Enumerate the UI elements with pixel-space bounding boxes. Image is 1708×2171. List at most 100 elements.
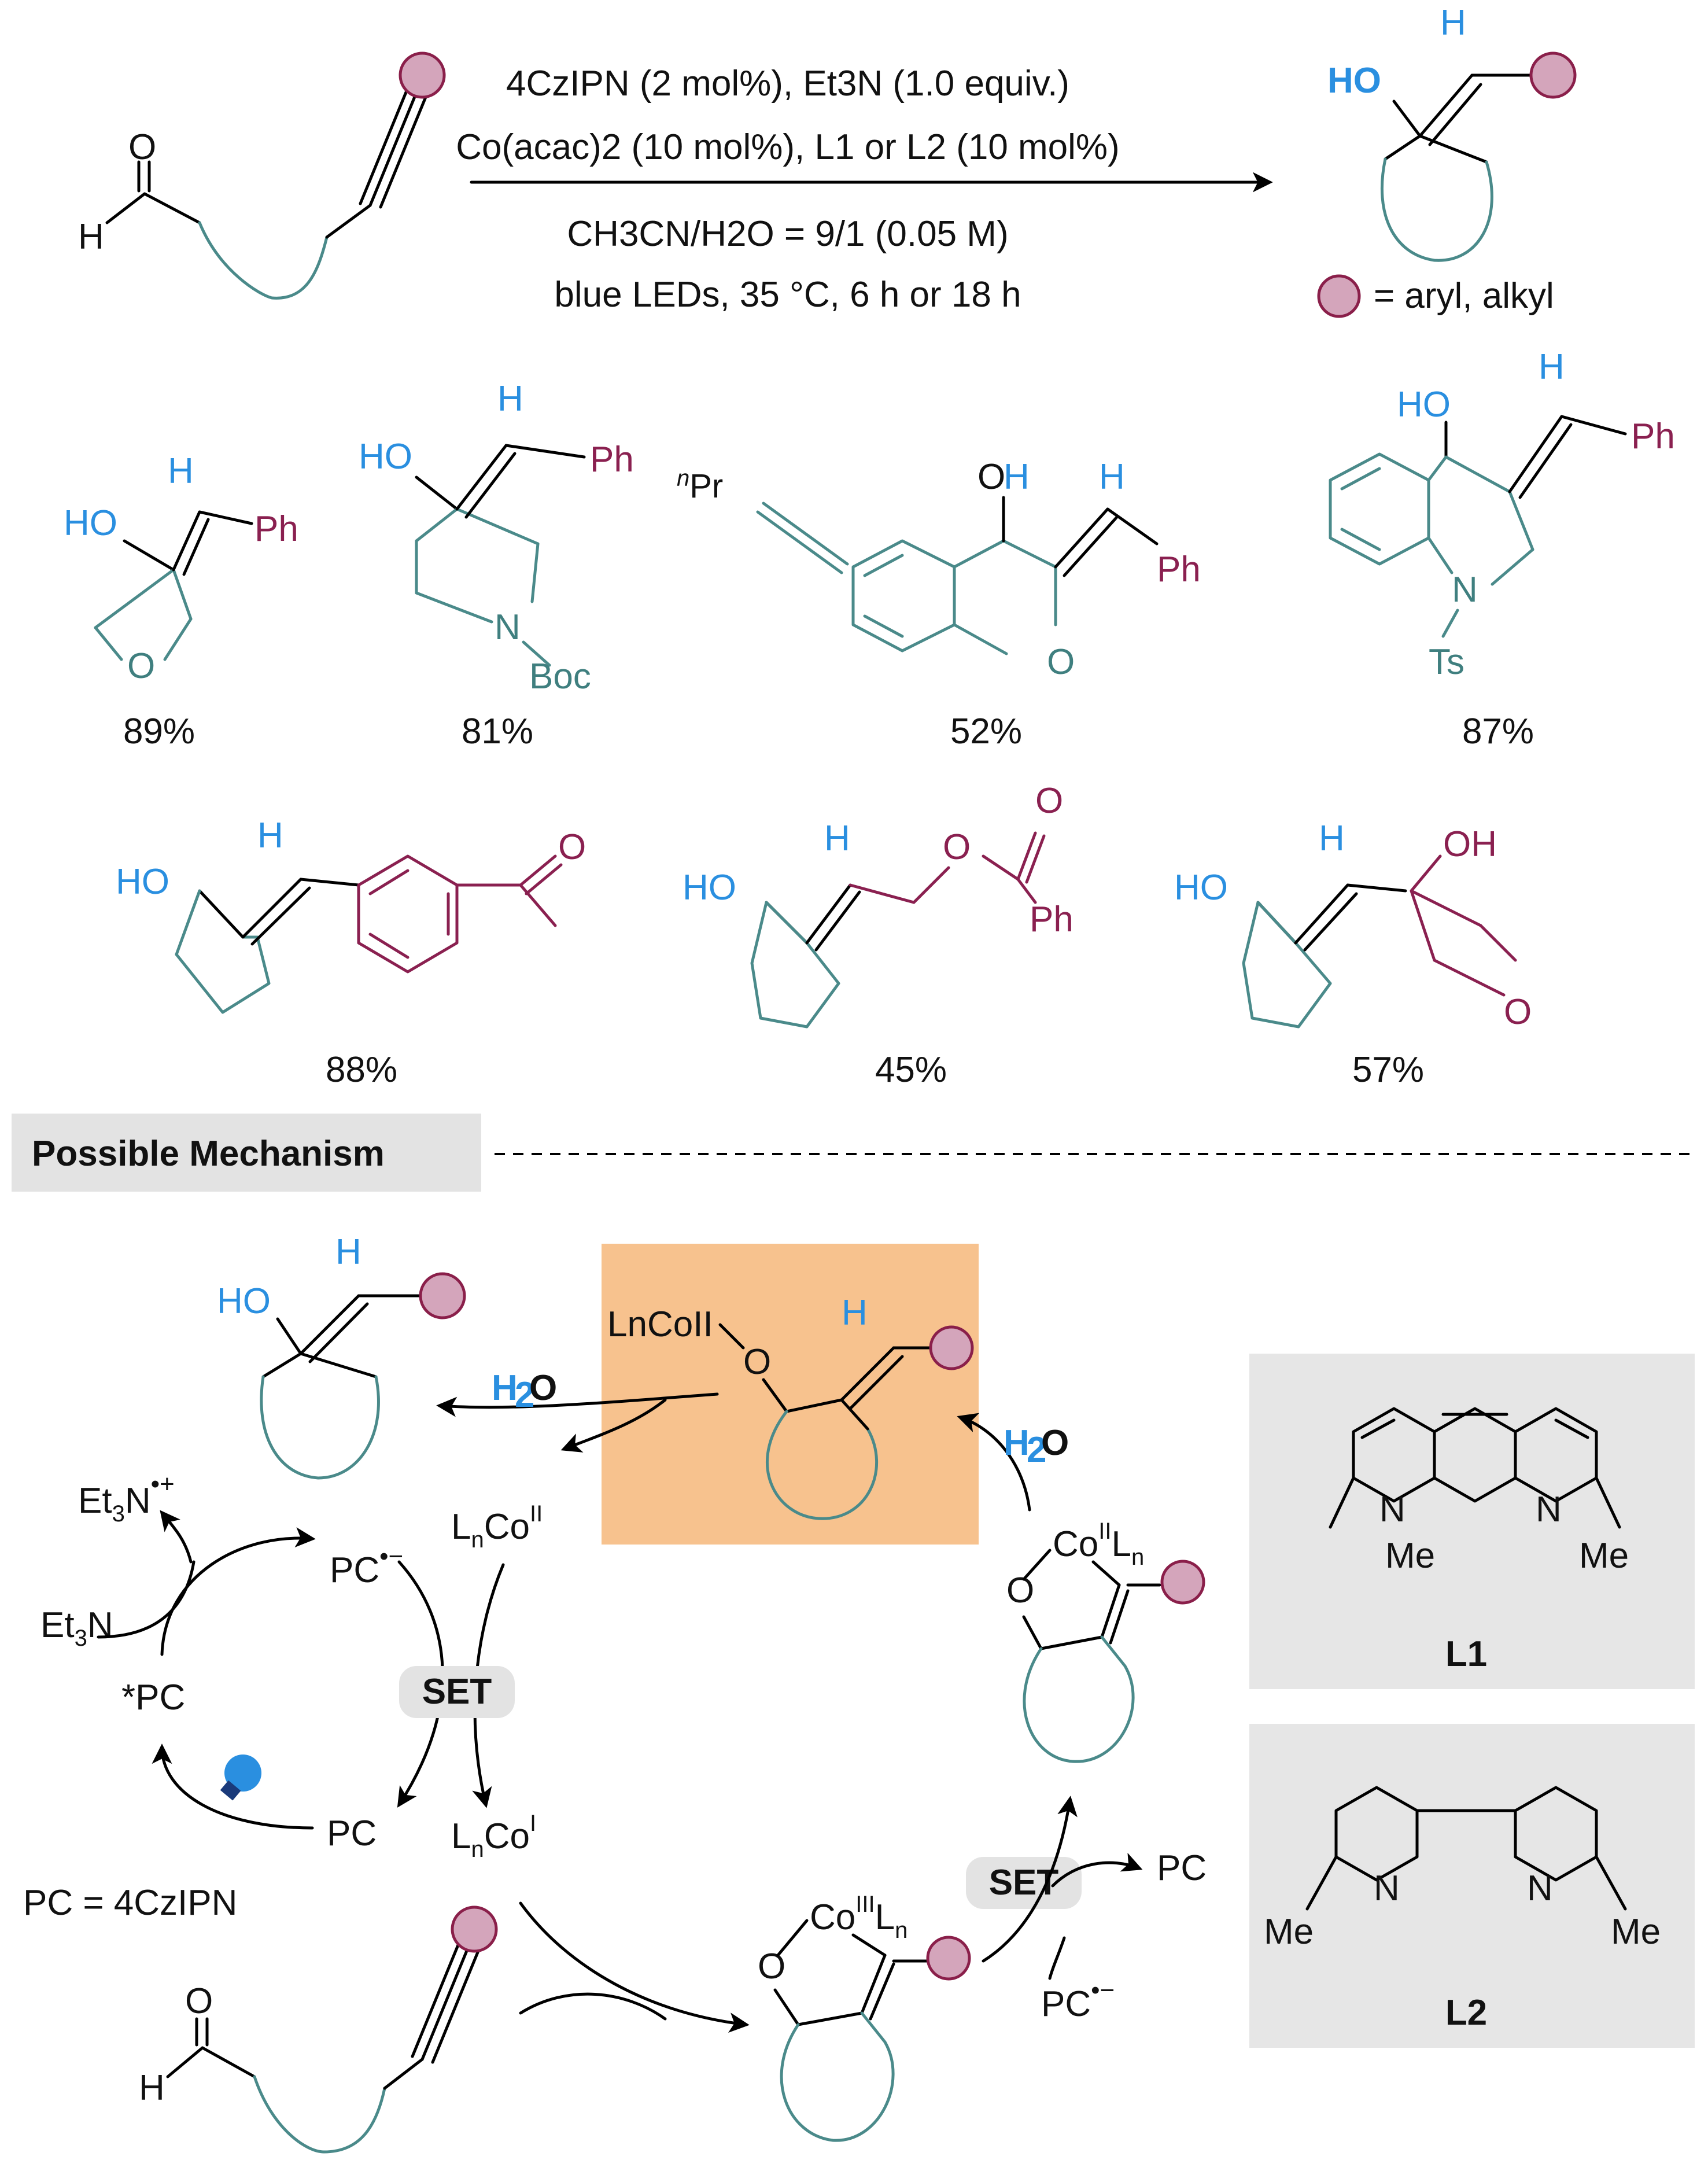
- svg-text:Ph: Ph: [254, 509, 298, 549]
- highlight-box: [602, 1244, 979, 1545]
- svg-text:H: H: [1099, 457, 1125, 497]
- svg-text:H: H: [1004, 457, 1030, 497]
- svg-text:nPr: nPr: [677, 466, 723, 505]
- svg-text:N: N: [1452, 570, 1478, 610]
- co2-alkoxide: LnCoII O H: [607, 1293, 974, 1520]
- svg-text:H: H: [257, 816, 283, 856]
- svg-text:H: H: [1004, 1423, 1030, 1463]
- yield-3: 52%: [950, 712, 1022, 751]
- yield-1: 89%: [123, 712, 195, 751]
- product-2: HO H Ph N Boc: [359, 379, 634, 696]
- et3n-radical: Et3N•+: [78, 1470, 175, 1527]
- yield-2: 81%: [462, 712, 533, 751]
- svg-text:H: H: [842, 1293, 868, 1333]
- yield-6: 45%: [875, 1050, 947, 1090]
- pc-product: PC: [1157, 1848, 1207, 1888]
- svg-text:HO: HO: [116, 862, 169, 902]
- svg-text:Co(acac)2 (10 mol%), L1 or L2: Co(acac)2 (10 mol%), L1 or L2 (10 mol%): [456, 127, 1119, 167]
- svg-text:Me: Me: [1579, 1536, 1629, 1576]
- mech-product: HO H: [217, 1232, 466, 1480]
- svg-text:OH: OH: [1443, 824, 1497, 864]
- svg-text:L1: L1: [1445, 1634, 1487, 1674]
- ligand-l1: Me Me N N L1: [1329, 1407, 1629, 1674]
- mech-starting-material: O H: [139, 1905, 498, 2154]
- svg-text:N: N: [1536, 1490, 1562, 1529]
- svg-text:N: N: [495, 607, 521, 647]
- starting-material: O H: [78, 51, 446, 300]
- svg-text:O: O: [1041, 1423, 1069, 1463]
- svg-text:HO: HO: [217, 1281, 271, 1321]
- svg-text:H: H: [492, 1368, 518, 1408]
- ligand-l2-box: [1249, 1724, 1695, 2048]
- svg-text:HO: HO: [1397, 385, 1451, 425]
- svg-text:H: H: [139, 2068, 165, 2108]
- svg-text:Me: Me: [1264, 1912, 1314, 1952]
- svg-text:HO: HO: [683, 868, 736, 908]
- svg-text:O: O: [1006, 1571, 1034, 1610]
- mechanism-header: Possible Mechanism: [32, 1134, 385, 1174]
- svg-text:O: O: [127, 646, 155, 686]
- svg-text:Ph: Ph: [1157, 550, 1201, 589]
- et3n: Et3N: [40, 1605, 113, 1651]
- svg-text:H: H: [78, 217, 104, 257]
- product-6: HO H O O Ph: [683, 781, 1074, 1029]
- svg-text:N: N: [1374, 1868, 1400, 1908]
- svg-text:2: 2: [1027, 1430, 1046, 1470]
- svg-text:LnCoII: LnCoII: [607, 1304, 713, 1344]
- svg-text:CH3CN/H2O = 9/1 (0.05 M): CH3CN/H2O = 9/1 (0.05 M): [567, 214, 1008, 254]
- lnco1-label: LnCoI: [451, 1811, 536, 1862]
- svg-text:H: H: [1319, 819, 1345, 858]
- lnco2-label: LnCoII: [451, 1501, 543, 1553]
- set-badge-1: [399, 1666, 515, 1718]
- svg-text:O: O: [1047, 642, 1075, 682]
- svg-text:4CzIPN (2 mol%), Et3N (1.0 equ: 4CzIPN (2 mol%), Et3N (1.0 equiv.): [506, 64, 1069, 104]
- svg-text:O: O: [558, 827, 586, 867]
- svg-text:H: H: [1440, 3, 1466, 43]
- pc: PC: [327, 1814, 377, 1853]
- reaction-conditions: 4CzIPN (2 mol%), Et3N (1.0 equiv.) Co(ac…: [456, 64, 1273, 315]
- substituent-dot: [399, 51, 446, 99]
- mechanism-header-bg: [12, 1114, 481, 1192]
- product-3: nPr O O H H Ph: [677, 457, 1201, 682]
- svg-text:Ts: Ts: [1429, 642, 1464, 682]
- svg-text:CoIIILn: CoIIILn: [810, 1892, 908, 1943]
- product-4: HO H Ph N Ts: [1329, 347, 1675, 682]
- pc-star: *PC: [121, 1678, 185, 1717]
- legend: = aryl, alkyl: [1317, 274, 1554, 318]
- svg-text:H: H: [497, 379, 523, 419]
- yield-7: 57%: [1352, 1050, 1424, 1090]
- product-5: HO H O: [116, 816, 586, 1014]
- light-bulb-icon: [220, 1755, 261, 1801]
- svg-text:O: O: [943, 827, 971, 867]
- svg-text:Me: Me: [1611, 1912, 1661, 1952]
- product-1: HO H Ph O: [64, 451, 298, 686]
- svg-text:HO: HO: [359, 437, 412, 477]
- svg-text:2: 2: [515, 1375, 534, 1415]
- ligand-l2: N N Me Me L2: [1264, 1786, 1661, 2033]
- svg-text:= aryl, alkyl: = aryl, alkyl: [1374, 276, 1554, 316]
- svg-text:Ph: Ph: [1030, 900, 1074, 939]
- yield-5: 88%: [326, 1050, 397, 1090]
- svg-text:H: H: [1539, 347, 1565, 387]
- svg-text:O: O: [529, 1368, 557, 1408]
- yield-4: 87%: [1462, 712, 1534, 751]
- svg-text:O: O: [1504, 992, 1532, 1032]
- svg-text:Ph: Ph: [590, 440, 634, 480]
- svg-text:O: O: [977, 457, 1005, 497]
- pc-definition: PC = 4CzIPN: [23, 1883, 237, 1923]
- svg-text:N: N: [1379, 1490, 1405, 1529]
- co2-metallacycle: CoIILn O: [1006, 1518, 1205, 1763]
- product-general: HO H: [1327, 3, 1577, 262]
- svg-text:Ph: Ph: [1631, 416, 1675, 456]
- svg-text:Boc: Boc: [529, 657, 591, 696]
- pc-radical: PC•−: [330, 1542, 403, 1590]
- svg-text:O: O: [185, 1981, 213, 2021]
- svg-text:O: O: [743, 1342, 771, 1382]
- svg-text:HO: HO: [64, 503, 117, 543]
- svg-text:Me: Me: [1385, 1536, 1435, 1576]
- product-7: HO H OH O: [1174, 819, 1532, 1032]
- pc-radical-2: PC•−: [1041, 1976, 1115, 2024]
- svg-text:HO: HO: [1327, 61, 1381, 101]
- svg-text:CoIILn: CoIILn: [1053, 1518, 1144, 1570]
